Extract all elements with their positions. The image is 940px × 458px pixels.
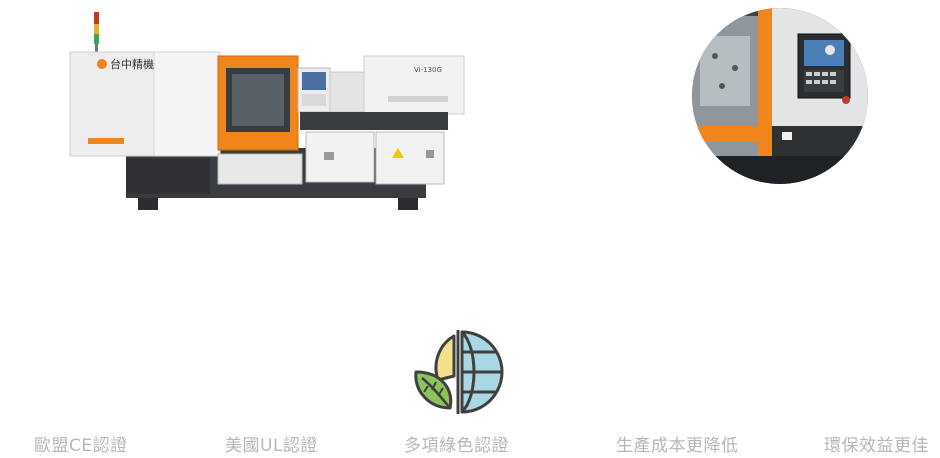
injection-molding-machine-image: 台中精機 Vi-130G [68, 8, 468, 218]
model-text: Vi-130G [414, 66, 442, 74]
brand-text: 台中精機 [110, 57, 154, 71]
leaf-globe-icon [410, 328, 508, 418]
control-panel-closeup-image [690, 6, 870, 186]
feature-ce-certification: 歐盟CE認證 [34, 436, 128, 456]
feature-ul-certification: 美國UL認證 [225, 436, 318, 456]
feature-better-environmental-benefit: 環保效益更佳 [824, 436, 929, 456]
feature-lower-production-cost: 生產成本更降低 [616, 436, 739, 456]
feature-green-certifications: 多項綠色認證 [404, 436, 509, 456]
